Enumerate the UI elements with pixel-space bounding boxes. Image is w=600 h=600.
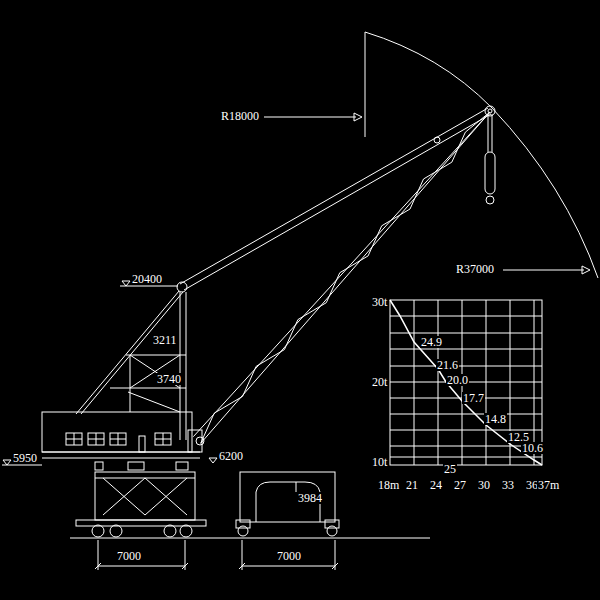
- dimension-label: 3211: [152, 334, 178, 346]
- load-value: 14.8: [484, 413, 507, 425]
- elevation-label: 5950: [12, 452, 38, 464]
- axis-label: 30: [477, 479, 491, 491]
- axis-label: 10t: [371, 456, 388, 468]
- axis-label: 18m: [377, 479, 400, 491]
- radius-label: R18000: [220, 110, 260, 122]
- load-value: 20.0: [446, 374, 469, 386]
- axis-label: 21: [405, 479, 419, 491]
- axis-label: 20t: [371, 376, 388, 388]
- axis-label: 37m: [537, 479, 560, 491]
- dimension-label: 3984: [297, 492, 323, 504]
- axis-label: 24: [429, 479, 443, 491]
- load-value: 10.6: [521, 442, 544, 454]
- load-value: 17.7: [462, 392, 485, 404]
- axis-label: 30t: [371, 296, 388, 308]
- radius-value: 25: [443, 463, 457, 475]
- elevation-label: 6200: [218, 450, 244, 462]
- load-value: 21.6: [436, 359, 459, 371]
- dimension-label: 7000: [116, 550, 142, 562]
- dimension-label: 7000: [276, 550, 302, 562]
- dimension-label: 3740: [156, 373, 182, 385]
- load-value: 24.9: [420, 336, 443, 348]
- radius-label: R37000: [455, 263, 495, 275]
- elevation-label: 20400: [131, 273, 163, 285]
- axis-label: 33: [501, 479, 515, 491]
- axis-label: 27: [453, 479, 467, 491]
